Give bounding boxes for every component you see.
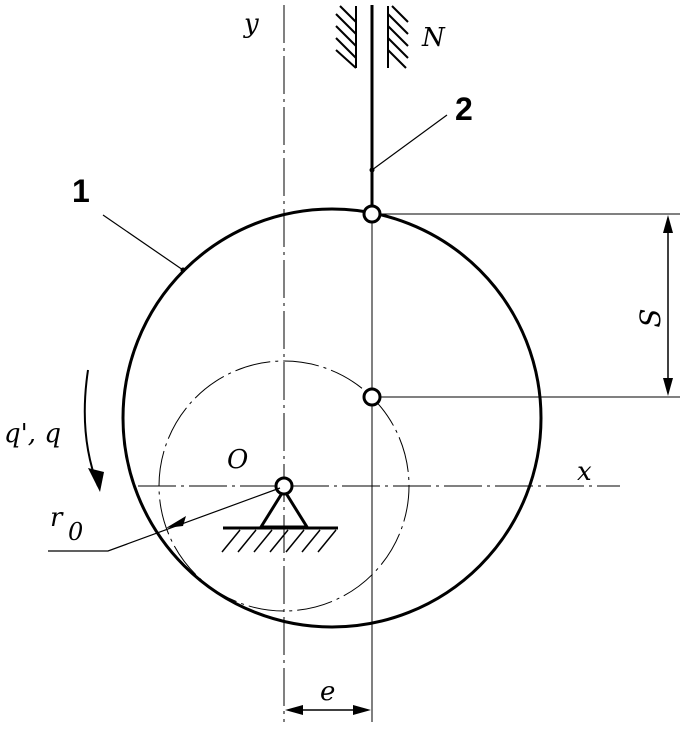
offset-arrowhead-left <box>285 705 303 715</box>
follower-guide-hatching <box>335 5 409 69</box>
label-part-2: 2 <box>455 91 473 127</box>
label-origin-O: O <box>227 445 248 475</box>
stroke-arrowhead-bottom <box>663 378 673 396</box>
leader-part-2 <box>371 114 448 171</box>
ground-hatching <box>221 529 337 553</box>
label-r-sub: 0 <box>68 518 83 546</box>
stroke-arrowhead-top <box>663 215 673 233</box>
leader-part-1 <box>102 214 184 271</box>
label-stroke-S: S <box>634 308 667 327</box>
follower-contact-top <box>362 204 382 224</box>
r0-leader <box>48 487 281 552</box>
rotation-arrowhead <box>88 468 104 492</box>
label-part-1: 1 <box>72 173 90 209</box>
follower-contact-base <box>362 387 382 407</box>
label-normal-N: N <box>421 23 446 53</box>
label-r: r <box>50 503 64 533</box>
leader-part-2-dot <box>369 167 375 173</box>
cam-profile <box>121 207 543 629</box>
r0-arrowhead <box>166 516 186 528</box>
label-axis-x: x <box>577 457 592 487</box>
label-omega-q: q', q <box>4 419 61 449</box>
base-circle <box>158 360 410 612</box>
offset-arrowhead-right <box>353 705 371 715</box>
rotation-arrow <box>83 369 99 487</box>
leader-part-1-dot <box>180 267 186 273</box>
pivot-O <box>274 476 294 496</box>
label-axis-y: y <box>243 9 259 39</box>
label-offset-e: e <box>320 677 335 707</box>
